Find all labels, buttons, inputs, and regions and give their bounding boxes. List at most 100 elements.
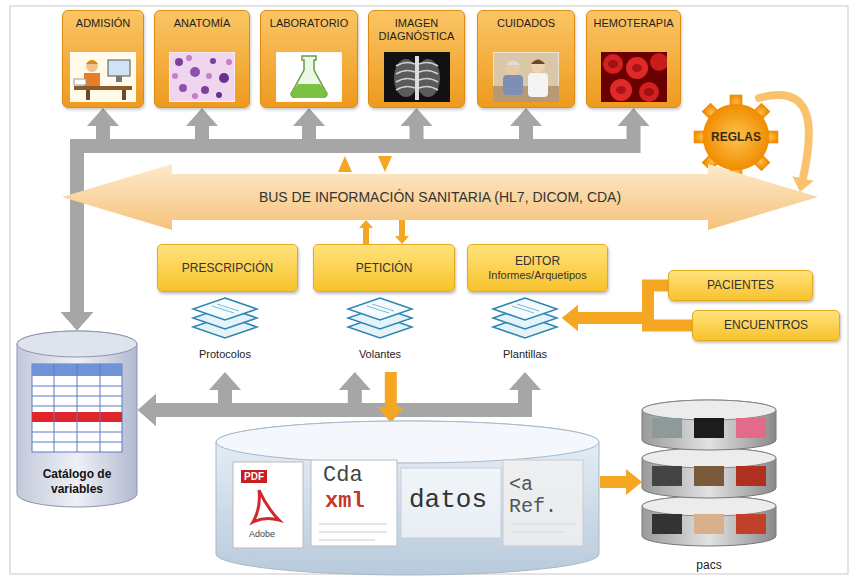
node-label: PACIENTES	[707, 278, 774, 293]
care-icon-part	[531, 59, 545, 73]
document-stack-icon-part	[193, 298, 257, 320]
module-box: PETICIÓN	[313, 244, 455, 292]
xray-icon-part	[396, 62, 438, 90]
blood-icon-part	[603, 54, 623, 74]
admission-icon-part	[74, 79, 86, 85]
document-stack: Protocolos	[180, 296, 270, 372]
anatomy-icon-part	[192, 93, 198, 99]
node-label: Informes/Arquetipos	[488, 269, 586, 283]
node-label: datos	[409, 486, 487, 515]
anatomy-icon-part	[210, 58, 216, 64]
source-box: ENCUENTROS	[692, 310, 840, 341]
repository-cylinder: PDFAdobeCdaxmldatos<a Ref.	[215, 420, 600, 576]
repository-shape-part	[216, 421, 599, 575]
pacs-disks-part	[694, 514, 724, 534]
module-box: EDITORInformes/Arquetipos	[467, 244, 608, 292]
blood-icon-part	[626, 57, 648, 79]
blood-icon-part	[601, 52, 667, 102]
laboratory-icon-part	[291, 56, 327, 97]
node-label: Protocolos	[199, 348, 251, 360]
document-stack: Plantillas	[480, 296, 570, 372]
care-icon-part	[493, 52, 559, 102]
document-stack-icon-part	[212, 304, 239, 313]
anatomy-icon-part	[216, 92, 222, 98]
admission-icon-part	[86, 60, 98, 72]
connector-arrow-part	[578, 318, 692, 326]
anatomy-icon-part	[172, 73, 178, 79]
database-cylinder: Catálogo de variables	[16, 330, 138, 508]
connector-arrow-part	[363, 228, 369, 244]
document-stack-icon-part	[367, 304, 394, 313]
connector-arrow	[156, 390, 525, 410]
department-box: ANATOMÍA	[154, 10, 250, 108]
care-icon-part	[531, 60, 545, 65]
small-down-arrow	[378, 156, 392, 172]
blood-icon	[601, 52, 667, 102]
node-label: PETICIÓN	[356, 261, 413, 276]
gear-teeth	[694, 95, 779, 180]
document-stack-icon	[345, 296, 415, 342]
pacs-storage: pacs	[638, 398, 780, 576]
connector-arrow	[366, 220, 402, 244]
connector-arrow	[390, 372, 391, 407]
blood-icon-part	[644, 88, 654, 96]
node-label: BUS DE INFORMACIÓN SANITARIA (HL7, DICOM…	[259, 189, 621, 205]
document-stack-icon-part	[348, 298, 412, 320]
node-label: ENCUENTROS	[724, 318, 808, 333]
connector-arrow-part	[600, 476, 626, 488]
care-icon-part	[506, 61, 520, 66]
pacs-disks-part	[642, 496, 776, 516]
database-shape-part	[17, 331, 137, 357]
repository-shape-part	[503, 460, 583, 546]
node-label: REGLAS	[711, 130, 761, 144]
admission-icon-part	[116, 76, 122, 82]
document-stack-icon	[490, 296, 560, 342]
connector-arrow-part	[385, 372, 397, 407]
anatomy-icon-part	[175, 58, 183, 66]
blood-icon-part	[616, 86, 626, 94]
department-box: ADMISIÓN	[62, 10, 144, 108]
care-icon	[493, 52, 559, 102]
module-box: PRESCRIPCIÓN	[157, 244, 298, 292]
care-icon-part	[493, 86, 559, 102]
xray-icon-part	[384, 52, 450, 102]
database-shape	[16, 330, 138, 508]
node-label: IMAGEN DIAGNÓSTICA	[373, 17, 460, 43]
rules-gear: REGLAS	[690, 92, 782, 182]
pacs-disks-part	[694, 418, 724, 438]
connector-arrow	[600, 482, 626, 483]
connector-arrow	[578, 318, 692, 326]
repository-shape-part	[319, 524, 387, 540]
node-label: PRESCRIPCIÓN	[182, 261, 273, 276]
node-label: CUIDADOS	[497, 17, 555, 30]
pacs-disks-part	[642, 448, 776, 468]
admission-icon-part	[122, 90, 126, 100]
anatomy-icon-part	[206, 73, 212, 79]
pacs-disks-part	[736, 466, 766, 486]
document-stack-icon-part	[512, 304, 539, 313]
department-box: HEMOTERAPIA	[586, 10, 681, 108]
node-label: Adobe	[249, 530, 275, 540]
node-label: ANATOMÍA	[174, 17, 230, 30]
repository-shape-part	[253, 490, 279, 522]
pacs-disks-part	[652, 418, 682, 438]
node-label: Plantillas	[503, 348, 547, 360]
xray-icon	[384, 52, 450, 102]
anatomy-icon-part	[190, 67, 200, 77]
blood-icon-part	[608, 60, 618, 68]
pacs-disks-part	[642, 400, 776, 420]
anatomy-icon-part	[186, 55, 192, 61]
pacs-disks-part	[694, 466, 724, 486]
connector-arrow-part	[399, 220, 405, 236]
repository-shape-part	[511, 524, 575, 532]
pacs-disks-part	[642, 448, 776, 498]
laboratory-icon-part	[291, 84, 327, 97]
pacs-disks-part	[736, 514, 766, 534]
blood-icon-part	[610, 79, 632, 101]
node-label: EDITOR	[515, 254, 560, 269]
gear-teeth-part	[703, 104, 770, 171]
node-label: <a Ref.	[509, 474, 561, 518]
admission-icon-part	[108, 60, 130, 76]
database-shape-part	[32, 364, 122, 452]
